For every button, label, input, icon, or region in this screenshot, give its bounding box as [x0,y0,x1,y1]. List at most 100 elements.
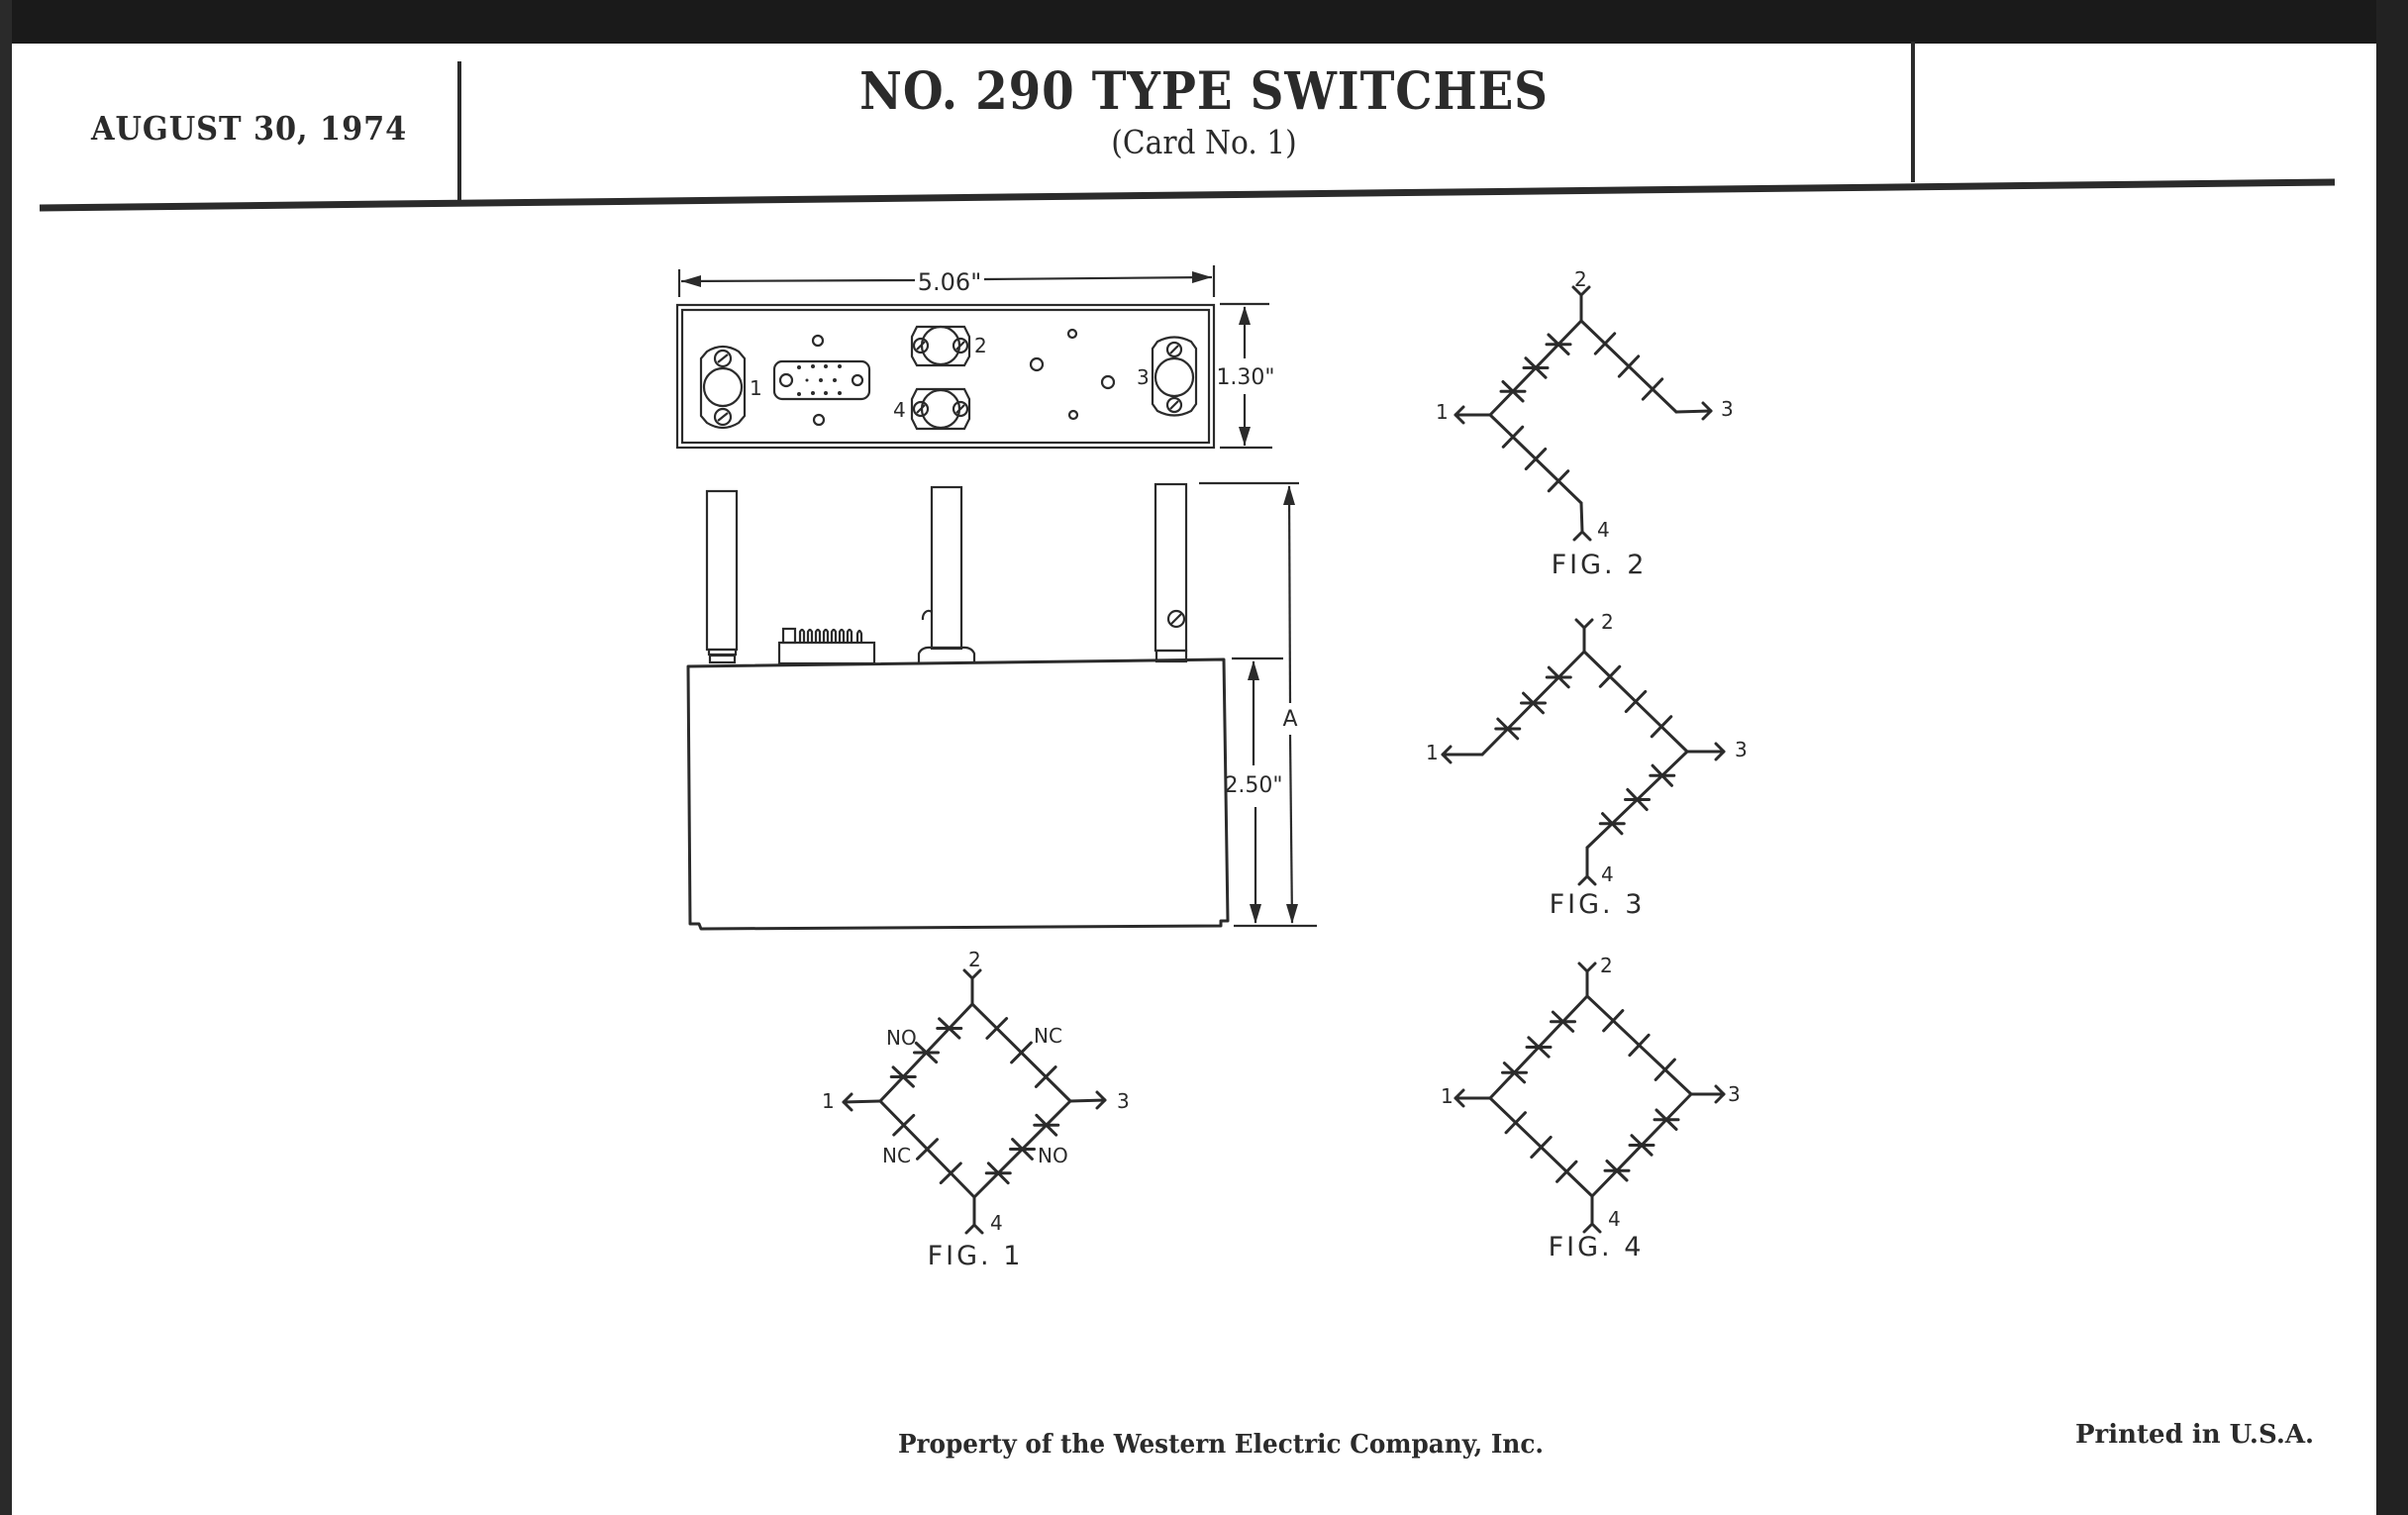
contact-nc-mark [939,1162,962,1185]
terminal-icon [1577,961,1597,973]
fig1-port-3: 3 [1117,1089,1130,1113]
wire-segment [1068,1098,1107,1103]
figure-2-labels: 2 1 3 4 FIG. 2 [1436,267,1734,580]
multipin-connector [772,334,871,427]
terminal-icon [1441,745,1453,764]
contact-nc-mark [1524,447,1548,471]
fig3-port-2: 2 [1601,610,1614,634]
dim-body-height-label: 2.50" [1224,773,1282,798]
contact-nc-mark [1547,469,1570,493]
switch-1-top: 1 [699,345,762,430]
fig1-caption: FIG. 1 [928,1241,1024,1271]
fig4-port-4: 4 [1608,1207,1621,1231]
fig1-label-no-upper: NO [886,1026,917,1050]
figure-3-labels: 2 1 3 4 FIG. 3 [1426,610,1748,920]
switch-2-top: 2 [910,325,987,367]
contact-nc-mark [1555,1160,1578,1183]
terminal-icon [1572,530,1592,542]
contact-nc-mark [1602,1009,1625,1033]
switch-4-top: 4 [893,387,971,431]
contact-nc-mark [1617,354,1641,378]
contact-nc-mark [1593,332,1617,355]
dim-width-label: 5.06" [918,268,981,296]
contact-nc-mark [1501,425,1525,449]
contact-nc-mark [985,1017,1009,1040]
wire-segment [1674,409,1713,414]
dim-overall-height-label: A [1282,707,1297,732]
top-view: 5.06" 1.30" 1 [675,265,1275,450]
fig3-caption: FIG. 3 [1550,889,1646,920]
scan-border-left [0,0,12,1515]
contact-nc-mark [1504,1111,1527,1135]
contact-nc-mark [1624,689,1648,714]
fig3-port-3: 3 [1735,738,1748,761]
terminal-icon [1571,285,1591,297]
fig2-port-2: 2 [1574,267,1587,291]
contact-nc-mark [1641,377,1664,401]
arrow-right-icon [1192,271,1212,283]
terminal-icon [1577,874,1597,886]
contact-nc-mark [1034,1065,1057,1088]
port-label-2: 2 [974,334,987,357]
terminal-icon [1454,405,1465,425]
scan-border-top [0,0,2408,44]
contact-nc-mark [892,1113,916,1137]
switch-post-middle [930,485,963,651]
port-label-1: 1 [750,376,762,400]
fig2-port-3: 3 [1721,397,1734,421]
fig1-label-nc-upper: NC [1034,1024,1062,1048]
fig4-port-2: 2 [1600,954,1613,977]
scan-border-right [2376,0,2408,1515]
print-origin: Printed in U.S.A. [2075,1420,2315,1450]
terminal-icon [1701,401,1713,421]
dim-height-label: 1.30" [1216,365,1274,390]
contact-nc-mark [1598,664,1622,688]
terminal-icon [1454,1088,1465,1108]
fig2-port-1: 1 [1436,400,1449,424]
side-connector [777,627,876,665]
header-divider-left [457,61,461,200]
fig4-port-1: 1 [1441,1084,1454,1108]
wire-segment [1579,501,1584,534]
contact-nc-mark [1530,1135,1553,1160]
document-card [12,44,2376,1515]
header-rule [39,178,2336,212]
fig1-port-2: 2 [968,948,981,971]
terminal-icon [1095,1090,1107,1110]
figure-1-labels: 2 1 3 4 NO NC NC NO FIG. 1 [822,948,1130,1271]
page-title: NO. 290 TYPE SWITCHES [859,61,1549,122]
contact-nc-mark [915,1138,940,1161]
arrow-left-icon [681,275,701,287]
contact-nc-mark [1628,1033,1651,1058]
fig1-port-4: 4 [990,1211,1003,1235]
issue-date: AUGUST 30, 1974 [91,109,408,148]
fig4-caption: FIG. 4 [1549,1232,1645,1262]
switch-post-left [705,489,739,652]
figure-4-labels: 2 1 3 4 FIG. 4 [1441,954,1741,1262]
fig4-port-3: 3 [1728,1082,1741,1106]
side-view: 2.50" A [686,481,1317,931]
fig2-caption: FIG. 2 [1552,550,1648,580]
terminal-icon [1582,1222,1602,1234]
terminal-icon [1714,742,1726,761]
switch-body [686,657,1230,931]
terminal-icon [1714,1084,1726,1104]
fig1-label-nc-lower: NC [882,1144,911,1167]
terminal-icon [842,1092,853,1112]
fig3-port-1: 1 [1426,741,1439,764]
ownership-notice: Property of the Western Electric Company… [897,1430,1545,1460]
terminal-icon [962,968,982,980]
terminal-icon [1574,618,1594,630]
wiring-figures [842,285,1726,1235]
switch-3-top: 3 [1137,336,1198,417]
contact-nc-mark [1010,1041,1033,1064]
header-divider-right [1911,42,1915,182]
wire-segment [842,1099,882,1104]
fig1-port-1: 1 [822,1089,835,1113]
port-label-4: 4 [893,398,906,422]
top-plate [675,303,1216,450]
fig2-port-4: 4 [1597,518,1610,542]
contact-nc-mark [1650,715,1673,739]
terminal-icon [964,1223,984,1235]
